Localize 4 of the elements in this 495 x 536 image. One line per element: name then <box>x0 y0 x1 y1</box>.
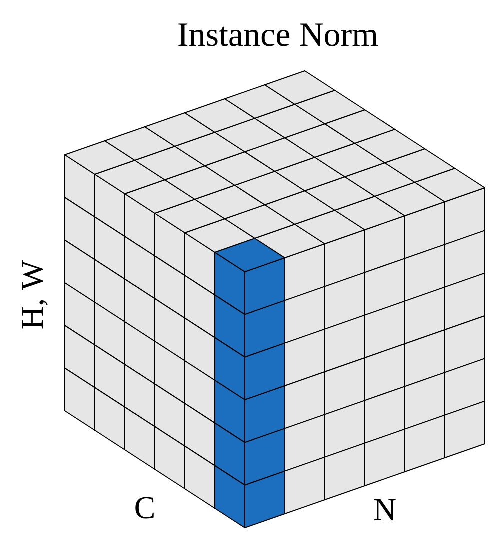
axis-label: N <box>374 500 396 520</box>
title: Instance Norm <box>178 24 378 46</box>
axis-label: C <box>136 497 154 519</box>
axis-label: H, W <box>22 260 48 329</box>
